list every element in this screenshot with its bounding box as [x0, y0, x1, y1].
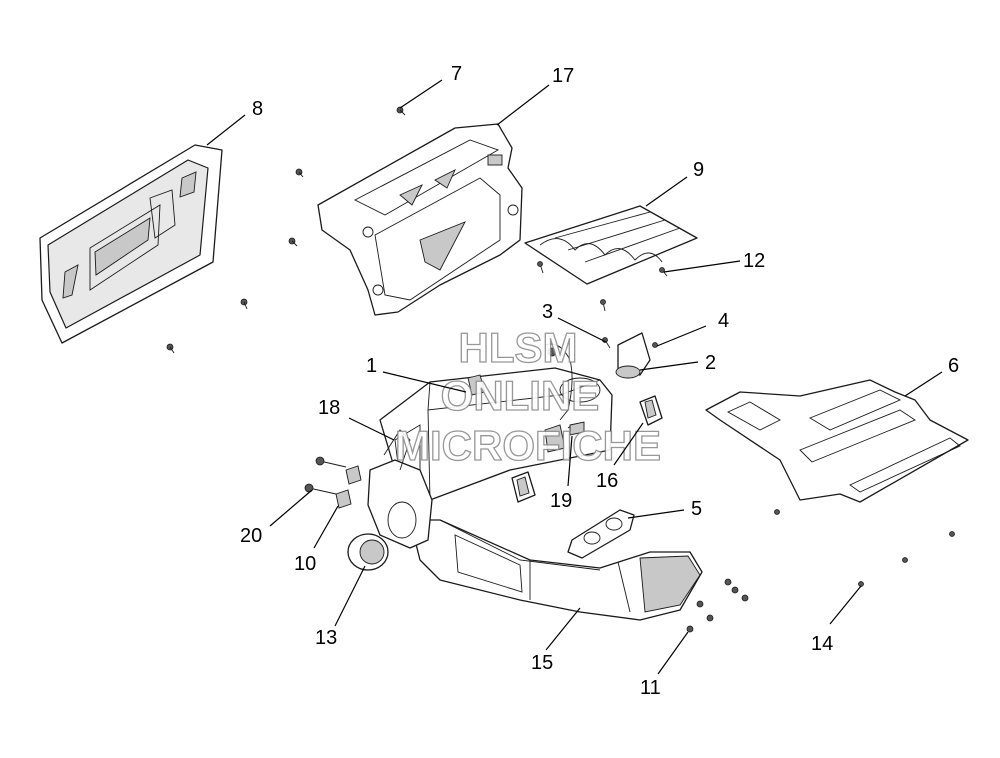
damper-block-upper — [639, 395, 663, 426]
watermark-line3: MICROFICHE — [395, 422, 661, 469]
callout-labels: 7 17 8 9 12 3 4 2 6 1 18 16 19 5 20 10 1… — [240, 63, 959, 699]
callout-11: 11 — [640, 677, 661, 699]
heat-shield-right — [705, 379, 969, 587]
watermark-line2: ONLINE — [441, 372, 600, 419]
screws-part-17 — [288, 106, 406, 247]
clamp-ring — [347, 533, 389, 571]
callout-20: 20 — [240, 525, 262, 547]
screws-part-8 — [166, 298, 248, 354]
damper-block-lower — [511, 471, 536, 503]
gasket — [567, 509, 635, 559]
callout-2: 2 — [705, 352, 716, 374]
callout-12: 12 — [743, 250, 765, 272]
callout-10: 10 — [294, 553, 316, 575]
callout-6: 6 — [948, 355, 959, 377]
callout-15: 15 — [531, 652, 553, 674]
callout-18: 18 — [318, 397, 340, 419]
callout-8: 8 — [252, 98, 263, 120]
callout-5: 5 — [691, 498, 702, 520]
heat-shield-left — [39, 144, 223, 344]
bolts-springs-left — [304, 456, 362, 509]
heat-shield-upper — [317, 123, 523, 316]
corrugated-plate — [524, 205, 698, 285]
callout-17: 17 — [552, 65, 574, 87]
screws-part-12 — [537, 261, 668, 312]
bolts-part-11 — [686, 578, 749, 633]
end-cap — [615, 332, 658, 379]
callout-1: 1 — [366, 355, 377, 377]
screw-part-3 — [602, 337, 611, 349]
callout-4: 4 — [718, 310, 729, 332]
exhaust-pipe — [409, 519, 703, 621]
spring-part-19 — [567, 421, 585, 436]
callout-9: 9 — [693, 159, 704, 181]
callout-7: 7 — [451, 63, 462, 85]
watermark-line1: HLSM — [459, 324, 578, 371]
callout-14: 14 — [811, 633, 833, 655]
watermark: HLSM ONLINE MICROFICHE — [394, 323, 661, 469]
callout-19: 19 — [550, 490, 572, 512]
callout-3: 3 — [542, 301, 553, 323]
callout-16: 16 — [596, 470, 618, 492]
inlet-flange — [367, 429, 433, 549]
leader-lines — [206, 79, 943, 675]
callout-13: 13 — [315, 627, 337, 649]
